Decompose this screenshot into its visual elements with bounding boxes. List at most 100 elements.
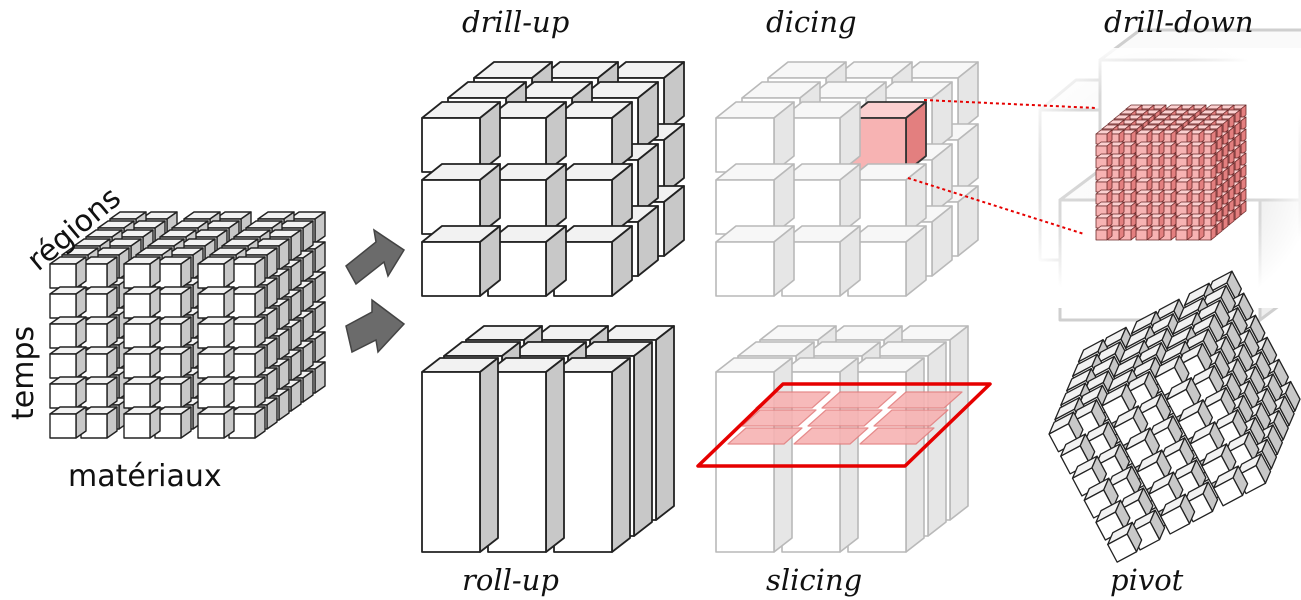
slice-tile [807,409,883,427]
cell-side-face [633,341,653,537]
drill-up-label: drill-up [462,5,569,39]
cell-side-face [839,357,859,553]
cube-cell [553,101,633,173]
selected-cell [847,101,927,173]
cube-cell [553,357,631,553]
cube-cell [847,225,927,297]
fine-cell [1175,153,1193,169]
fine-cell [1187,225,1205,241]
cube-cell [781,225,861,297]
zoom-line-bottom [907,177,1085,235]
cell-side-face [479,357,499,553]
fine-cell [1175,165,1193,181]
slice-tile [793,427,869,445]
cell-front-face [1135,229,1148,241]
fine-cell [1095,201,1113,217]
cell-front-face [1160,505,1191,535]
fine-cell [1135,225,1153,241]
cell-front-face [421,371,481,553]
cell-front-face [421,241,481,297]
cell-front-face [123,413,151,439]
fine-cell [1095,141,1113,157]
slice-tile [887,391,963,409]
pivot-panel: pivot [1048,270,1301,597]
cell-side-face [949,325,969,521]
dicing-label: dicing [766,5,857,39]
cube-cell [421,163,501,235]
materials-axis-label: matériaux [68,459,222,494]
data-cube: régions temps matériaux [6,180,326,494]
fine-cell [1095,177,1113,193]
cube-cell [487,101,567,173]
fine-cell [1135,141,1153,157]
fine-cell [1135,153,1153,169]
fine-cell [1175,129,1193,145]
drill-down-label: drill-down [1104,5,1254,39]
cube-cell [228,376,266,409]
cube-cell [49,256,87,289]
slice-tile [741,409,817,427]
cube-cell [487,225,567,297]
cube-cell [228,256,266,289]
slice-tile [873,409,949,427]
cube-cell [553,163,633,235]
cube-cell [154,406,192,439]
cube-cell [715,163,795,235]
cube-cell [715,225,795,297]
cube-cell [197,286,235,319]
fine-cell [1175,213,1193,229]
slice-plane-frame [696,382,992,468]
cell-front-face [49,323,77,349]
cell-side-face [611,357,631,553]
time-axis-label: temps [6,326,41,420]
cube-cell [123,256,161,289]
cube-cell [197,406,235,439]
arrow-to-roll-up [345,298,406,354]
cube-cell [1235,453,1272,495]
slice-tile [821,391,897,409]
cube-cell [123,376,161,409]
cube-cell [847,357,925,553]
cell-front-face [123,383,151,409]
cube-cell [553,225,633,297]
cube-cell [49,346,87,379]
cube-cell [80,376,118,409]
fine-cell [1095,129,1113,145]
cell-front-face [197,293,225,319]
cell-front-face [49,383,77,409]
cell-side-face [655,325,675,521]
cube-cell [49,406,87,439]
cube-cell [197,256,235,289]
drill-down-panel: drill-down [907,5,1301,322]
roll-up-panel: roll-up [421,325,675,597]
cube-cell [421,101,501,173]
cell-front-face [123,263,151,289]
cell-front-face [49,353,77,379]
pivot-label: pivot [1110,563,1184,597]
cube-cell [123,346,161,379]
fine-cell [1135,213,1153,229]
cell-side-face [773,357,793,553]
cube-cell [228,406,266,439]
cell-front-face [197,263,225,289]
cube-cell [197,316,235,349]
cell-front-face [123,323,151,349]
dicing-panel: dicing [715,5,979,297]
cell-front-face [49,413,77,439]
slice-tile [727,427,803,445]
fine-cell [1175,189,1193,205]
cell-front-face [1175,229,1188,241]
cube-cell [197,346,235,379]
cube-cell [49,316,87,349]
cube-cell [154,346,192,379]
cube-cell [49,376,87,409]
cube-cell [421,357,499,553]
cube-cell [847,163,927,235]
zoom-line-top [923,99,1097,109]
slicing-panel: slicing [696,325,992,597]
slicing-label: slicing [766,563,862,597]
arrow-to-drill-up [345,228,406,286]
cube-cell [123,286,161,319]
cell-front-face [123,353,151,379]
